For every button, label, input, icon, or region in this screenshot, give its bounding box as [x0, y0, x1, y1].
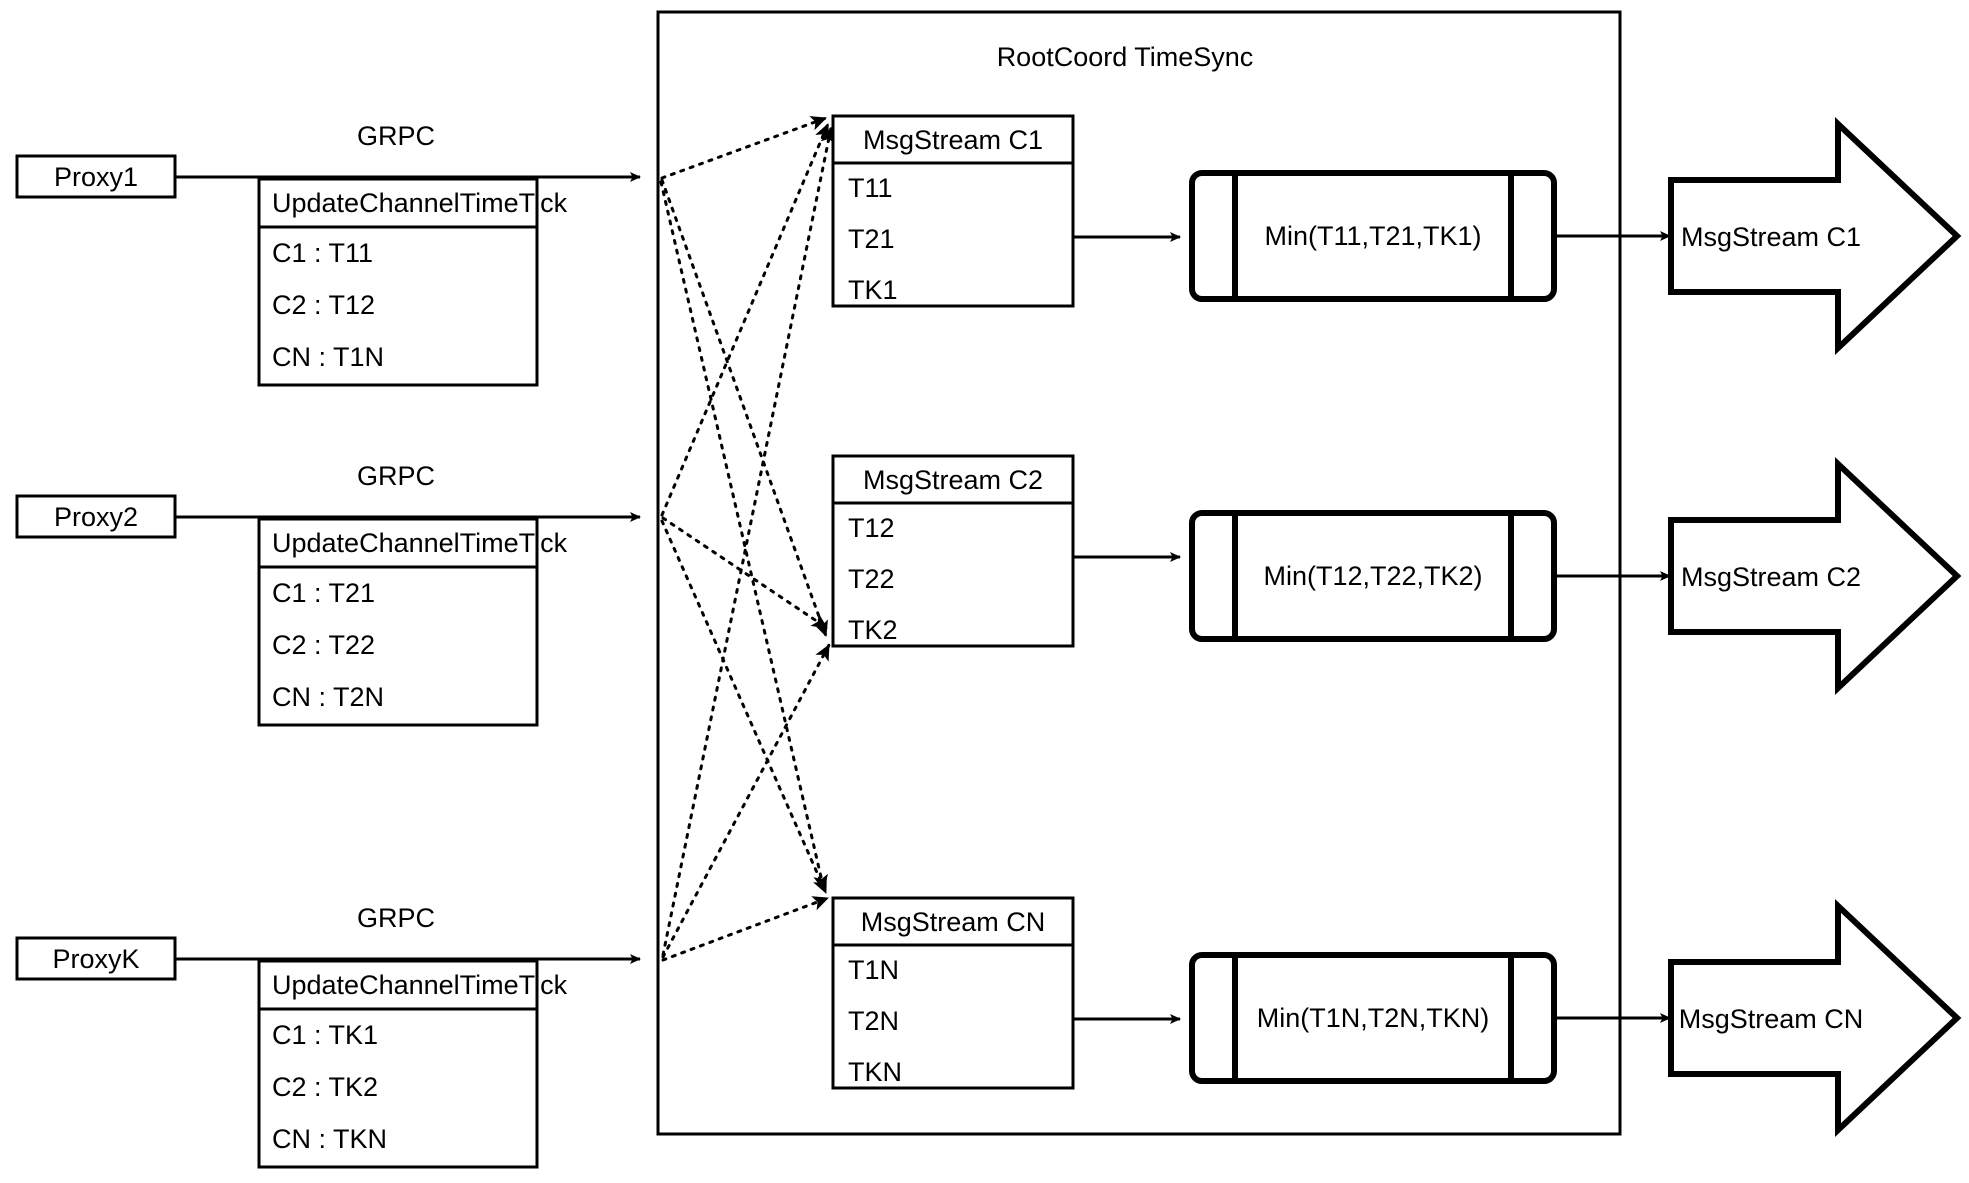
table3-row-2: CN : TKN: [272, 1124, 387, 1154]
output-msgstream-c1-label: MsgStream C1: [1681, 222, 1861, 252]
dotted-connector-p2-cn: [660, 519, 828, 895]
table1-row-1: C2 : T12: [272, 290, 375, 320]
msgstream-c1-header: MsgStream C1: [863, 125, 1043, 155]
dotted-connector-p2-c2: [661, 516, 829, 630]
timetick-dispatch-connectors: [659, 116, 836, 962]
msgstream-c1-row-0: T11: [848, 173, 893, 203]
proxyk-node[interactable]: ProxyK: [15, 936, 177, 981]
table2-row-0: C1 : T21: [272, 578, 375, 608]
update-channel-timetick-table-2: UpdateChannelTimeTick C1 : T21 C2 : T22 …: [257, 517, 568, 727]
min-process-cn: Min(T1N,T2N,TKN): [1189, 952, 1557, 1084]
table3-row-1: C2 : TK2: [272, 1072, 378, 1102]
min-process-cn-label: Min(T1N,T2N,TKN): [1257, 1003, 1490, 1033]
table1-header: UpdateChannelTimeTick: [272, 188, 568, 218]
msgstream-c2-table: MsgStream C2 T12 T22 TK2: [831, 454, 1075, 648]
grpc-label-1: GRPC: [357, 121, 435, 151]
proxyk-label: ProxyK: [52, 944, 139, 974]
msgstream-cn-row-1: T2N: [848, 1006, 899, 1036]
proxy-row-3: ProxyK GRPC UpdateChannelTimeTick C1 : T…: [15, 903, 641, 1169]
msgstream-cn-header: MsgStream CN: [861, 907, 1046, 937]
output-msgstream-c2-arrow: MsgStream C2: [1668, 457, 1962, 695]
msgstream-cn-table: MsgStream CN T1N T2N TKN: [831, 896, 1075, 1090]
dotted-connector-pk-c1: [661, 126, 836, 957]
min-process-c2-label: Min(T12,T22,TK2): [1263, 561, 1482, 591]
dotted-connector-p2-c1: [660, 122, 830, 517]
dotted-connector-pk-cn: [661, 896, 830, 962]
channel-row-2: MsgStream C2 T12 T22 TK2 Min(T12,T22,TK2…: [831, 454, 1962, 695]
proxy-row-1: Proxy1 GRPC UpdateChannelTimeTick C1 : T…: [15, 121, 641, 387]
output-msgstream-c2-label: MsgStream C2: [1681, 562, 1861, 592]
output-msgstream-cn-label: MsgStream CN: [1679, 1004, 1864, 1034]
min-process-c2: Min(T12,T22,TK2): [1189, 510, 1557, 642]
channel-row-3: MsgStream CN T1N T2N TKN Min(T1N,T2N,TKN…: [831, 896, 1962, 1137]
msgstream-cn-row-2: TKN: [848, 1057, 902, 1087]
dotted-connector-p1-cn: [659, 180, 828, 892]
dotted-connector-p1-c1: [660, 116, 828, 180]
table2-header: UpdateChannelTimeTick: [272, 528, 568, 558]
grpc-label-3: GRPC: [357, 903, 435, 933]
table1-row-2: CN : T1N: [272, 342, 384, 372]
msgstream-c2-row-1: T22: [848, 564, 895, 594]
output-msgstream-cn-arrow: MsgStream CN: [1668, 899, 1962, 1137]
proxy2-label: Proxy2: [54, 502, 138, 532]
msgstream-c1-row-1: T21: [848, 224, 895, 254]
proxy1-label: Proxy1: [54, 162, 138, 192]
proxy-row-2: Proxy2 GRPC UpdateChannelTimeTick C1 : T…: [15, 461, 641, 727]
update-channel-timetick-table-1: UpdateChannelTimeTick C1 : T11 C2 : T12 …: [257, 177, 568, 387]
table1-row-0: C1 : T11: [272, 238, 373, 268]
table3-header: UpdateChannelTimeTick: [272, 970, 568, 1000]
table3-row-0: C1 : TK1: [272, 1020, 378, 1050]
channel-row-1: MsgStream C1 T11 T21 TK1 Min(T11,T21,TK1…: [831, 114, 1962, 355]
msgstream-c2-header: MsgStream C2: [863, 465, 1043, 495]
container-title: RootCoord TimeSync: [997, 42, 1254, 72]
grpc-label-2: GRPC: [357, 461, 435, 491]
min-process-c1: Min(T11,T21,TK1): [1189, 170, 1557, 302]
table2-row-1: C2 : T22: [272, 630, 375, 660]
table2-row-2: CN : T2N: [272, 682, 384, 712]
msgstream-c1-row-2: TK1: [848, 275, 898, 305]
proxy2-node[interactable]: Proxy2: [15, 494, 177, 539]
msgstream-c1-table: MsgStream C1 T11 T21 TK1: [831, 114, 1075, 308]
output-msgstream-c1-arrow: MsgStream C1: [1668, 117, 1962, 355]
min-process-c1-label: Min(T11,T21,TK1): [1264, 221, 1481, 251]
msgstream-c2-row-2: TK2: [848, 615, 898, 645]
msgstream-c2-row-0: T12: [848, 513, 895, 543]
update-channel-timetick-table-3: UpdateChannelTimeTick C1 : TK1 C2 : TK2 …: [257, 959, 568, 1169]
dotted-connector-pk-c2: [661, 643, 831, 959]
dotted-connector-p1-c2: [660, 178, 828, 638]
proxy1-node[interactable]: Proxy1: [15, 154, 177, 199]
msgstream-cn-row-0: T1N: [848, 955, 899, 985]
